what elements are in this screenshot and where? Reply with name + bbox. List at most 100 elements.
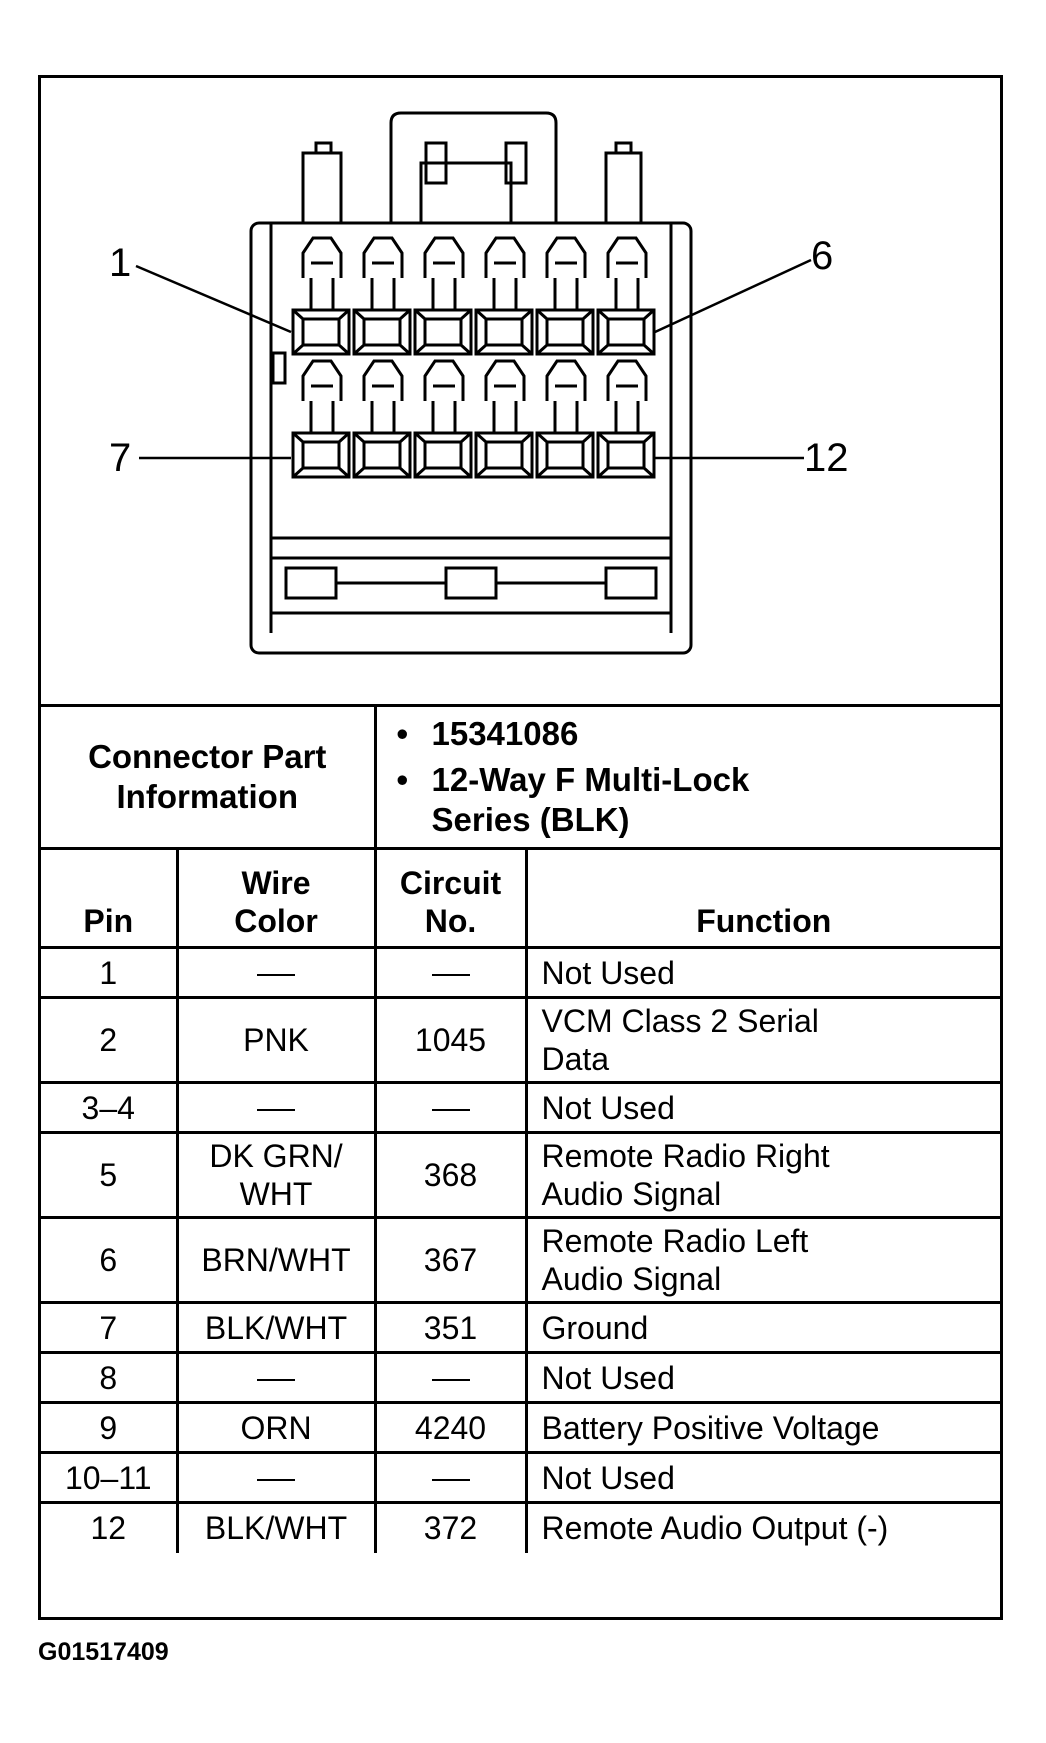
header-circuit-no: Circuit No. — [373, 847, 528, 949]
pin-label-1: 1 — [109, 241, 132, 285]
dash-mark — [257, 974, 295, 977]
pin-label-7: 7 — [109, 436, 132, 480]
wire-color-cell — [175, 946, 377, 999]
function-cell: Remote Audio Output (-) — [524, 1501, 1000, 1553]
function-cell: Battery Positive Voltage — [524, 1401, 1000, 1454]
function-cell-text: VCM Class 2 Serial Data — [541, 1003, 819, 1077]
function-cell: Ground — [524, 1301, 1000, 1354]
part-number: 15341086 — [397, 714, 1001, 754]
wire-color-cell — [175, 1451, 377, 1504]
function-cell: Not Used — [524, 1451, 1000, 1504]
dash-mark — [431, 1109, 470, 1112]
connector-info-values: 15341086 12-Way F Multi-Lock Series (BLK… — [373, 707, 1001, 850]
dash-mark — [257, 1479, 295, 1482]
pin-cell-text: 3–4 — [81, 1089, 135, 1126]
function-cell-text: Not Used — [541, 1359, 675, 1396]
function-cell: Not Used — [524, 946, 1000, 999]
connector-info-label: Connector Part Information — [41, 707, 377, 850]
table-row: 8 Not Used — [41, 1351, 1000, 1404]
wire-color-cell: BLK/WHT — [175, 1301, 377, 1354]
connector-figure: 1 6 7 12 Connector Part Information 1534… — [38, 75, 1003, 1620]
wire-color-cell-text: BLK/WHT — [204, 1510, 348, 1547]
wire-color-cell-text: ORN — [240, 1409, 312, 1446]
pin-cell-text: 1 — [99, 954, 118, 991]
table-row: 2 PNK 1045 VCM Class 2 Serial Data — [41, 996, 1000, 1084]
connector-series: 12-Way F Multi-Lock Series (BLK) — [397, 760, 812, 840]
function-cell-text: Remote Audio Output (-) — [541, 1510, 889, 1547]
wire-color-cell-text: PNK — [243, 1022, 309, 1058]
function-cell-text: Not Used — [541, 1089, 675, 1126]
function-cell-text: Ground — [541, 1309, 649, 1346]
circuit-cell — [373, 946, 528, 999]
header-function: Function — [524, 847, 1000, 949]
wire-color-cell — [175, 1081, 377, 1134]
wire-color-cell: BLK/WHT — [175, 1501, 377, 1553]
circuit-cell: 4240 — [373, 1401, 528, 1454]
wire-color-cell: PNK — [175, 996, 377, 1084]
pin-cell-text: 12 — [90, 1510, 127, 1547]
pin-cell: 1 — [41, 946, 179, 999]
dash-mark — [257, 1379, 295, 1382]
dash-mark — [431, 1379, 470, 1382]
pin-cell: 3–4 — [41, 1081, 179, 1134]
table-row: 7 BLK/WHT 351 Ground — [41, 1301, 1000, 1354]
circuit-cell — [373, 1451, 528, 1504]
pin-cell: 9 — [41, 1401, 179, 1454]
pin-cell: 10–11 — [41, 1451, 179, 1504]
header-wire-color: Wire Color — [175, 847, 377, 949]
circuit-cell — [373, 1081, 528, 1134]
pin-cell: 2 — [41, 996, 179, 1084]
circuit-cell-text: 4240 — [414, 1409, 487, 1446]
connector-face-drawing — [135, 111, 812, 655]
wire-color-cell-text: BLK/WHT — [204, 1309, 348, 1346]
figure-code: G01517409 — [38, 1638, 169, 1666]
pin-cell: 5 — [41, 1131, 179, 1219]
pinout-table: Connector Part Information 15341086 12-W… — [41, 707, 1000, 1553]
wire-color-cell-text: DK GRN/ WHT — [209, 1138, 343, 1212]
dash-mark — [431, 974, 470, 977]
circuit-cell: 367 — [373, 1216, 528, 1304]
function-cell: Remote Radio Left Audio Signal — [524, 1216, 1000, 1304]
function-cell-text: Battery Positive Voltage — [541, 1409, 880, 1446]
circuit-cell: 1045 — [373, 996, 528, 1084]
wire-color-cell: ORN — [175, 1401, 377, 1454]
function-cell-text: Not Used — [541, 954, 675, 991]
dash-mark — [257, 1109, 295, 1112]
pin-label-6: 6 — [811, 234, 834, 278]
circuit-cell-text: 1045 — [414, 1022, 487, 1058]
pin-cell-text: 5 — [99, 1157, 118, 1193]
pin-label-12: 12 — [804, 436, 849, 480]
pin-cell-text: 2 — [99, 1022, 118, 1058]
table-row: 5 DK GRN/ WHT 368 Remote Radio Right Audio … — [41, 1131, 1000, 1219]
connector-info-row: Connector Part Information 15341086 12-W… — [41, 707, 1001, 850]
pin-cell: 6 — [41, 1216, 179, 1304]
function-cell: Not Used — [524, 1081, 1000, 1134]
header-row: Pin Wire Color Circuit No. Function — [41, 847, 1000, 949]
wire-color-cell: BRN/WHT — [175, 1216, 377, 1304]
function-cell: Not Used — [524, 1351, 1000, 1404]
pin-cell: 7 — [41, 1301, 179, 1354]
function-cell-text: Remote Radio Left Audio Signal — [541, 1223, 809, 1297]
connector-diagram: 1 6 7 12 — [41, 78, 1000, 707]
pin-cell-text: 6 — [99, 1242, 118, 1278]
circuit-cell-text: 367 — [423, 1242, 478, 1278]
circuit-cell-text: 368 — [423, 1157, 478, 1193]
pin-cell-text: 7 — [99, 1309, 118, 1346]
header-pin: Pin — [41, 847, 179, 949]
pin-cell-text: 9 — [99, 1409, 118, 1446]
circuit-cell-text: 372 — [423, 1510, 478, 1547]
pin-cell-text: 8 — [99, 1359, 118, 1396]
table-row: 6 BRN/WHT 367 Remote Radio Left Audio Signa… — [41, 1216, 1000, 1304]
function-cell: VCM Class 2 Serial Data — [524, 996, 1000, 1084]
pin-cell-text: 10–11 — [64, 1459, 152, 1496]
circuit-cell: 351 — [373, 1301, 528, 1354]
wire-color-cell-text: BRN/WHT — [201, 1242, 351, 1278]
table-row: 9 ORN 4240 Battery Positive Voltage — [41, 1401, 1000, 1454]
circuit-cell: 372 — [373, 1501, 528, 1553]
table-row: 3–4 Not Used — [41, 1081, 1000, 1134]
circuit-cell: 368 — [373, 1131, 528, 1219]
function-cell: Remote Radio Right Audio Signal — [524, 1131, 1000, 1219]
dash-mark — [431, 1479, 470, 1482]
table-row: 10–11 Not Used — [41, 1451, 1000, 1504]
table-row: 12 BLK/WHT 372 Remote Audio Output (-) — [41, 1501, 1000, 1553]
